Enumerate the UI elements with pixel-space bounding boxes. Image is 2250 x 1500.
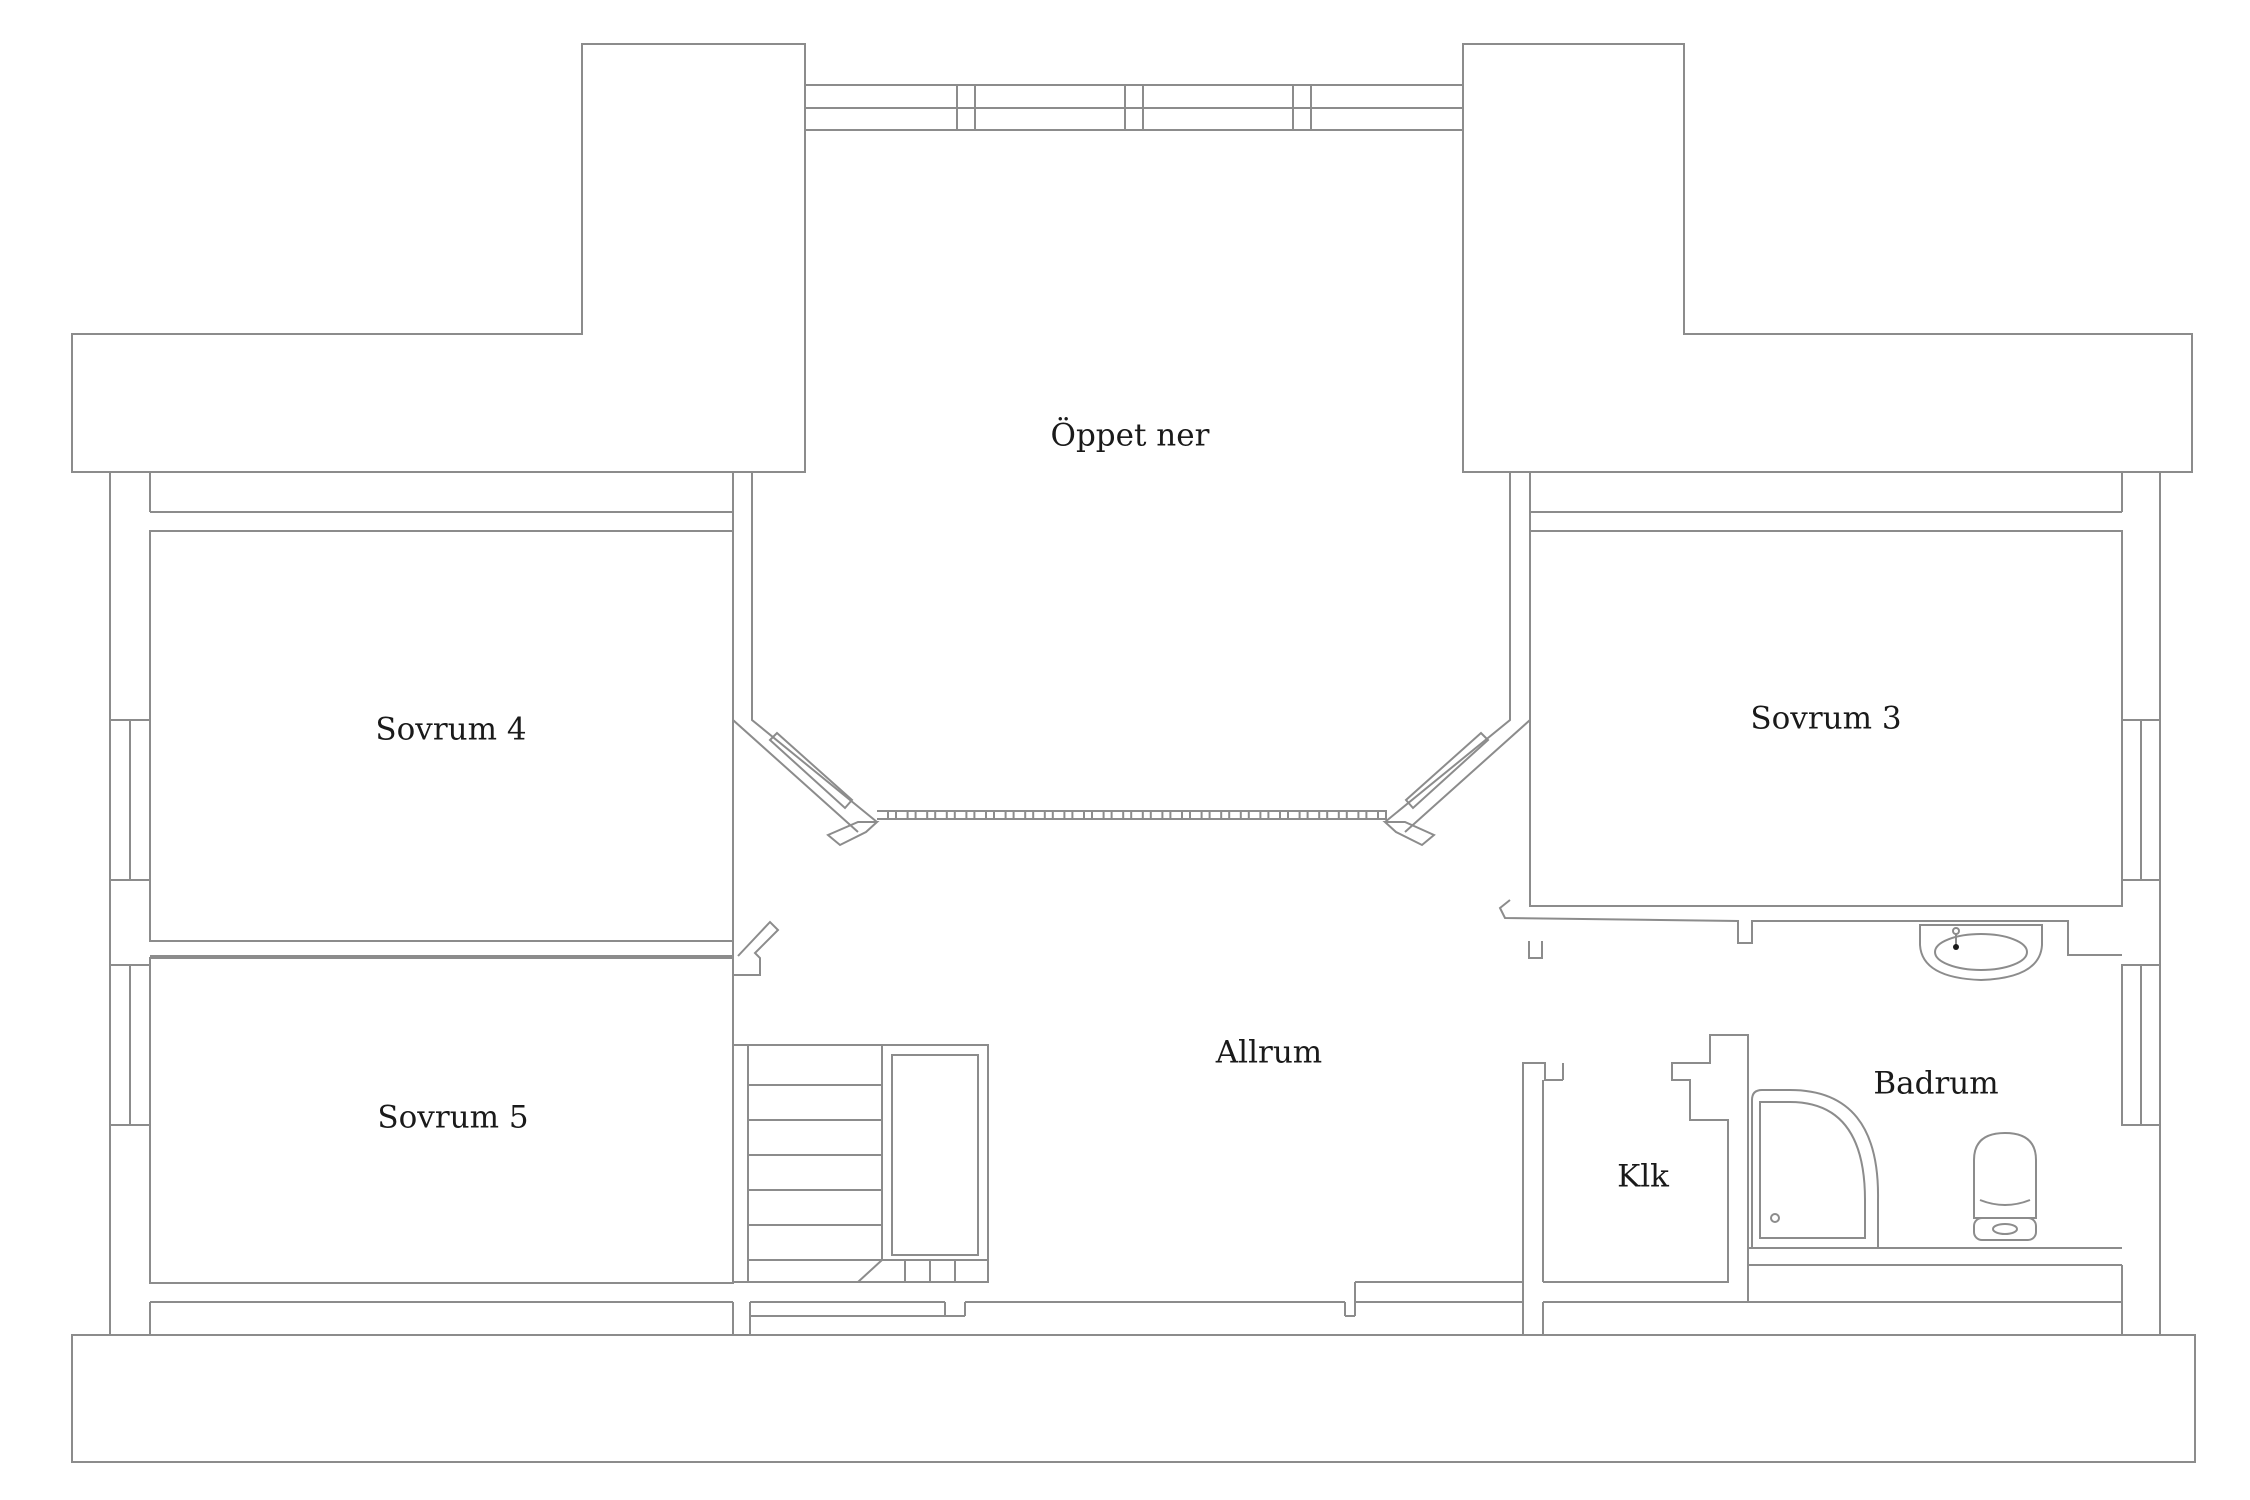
room-label-klk: Klk <box>1617 1159 1669 1195</box>
baluster-post <box>1239 810 1250 820</box>
baluster-post <box>1102 810 1113 820</box>
staircase <box>732 1044 989 1283</box>
sink-fixture <box>1919 924 2043 982</box>
room-label-oppet-ner: Öppet ner <box>1051 416 1210 454</box>
room-label-allrum: Allrum <box>1215 1035 1322 1071</box>
shower-fixture <box>1751 1089 1880 1249</box>
open-void-walls <box>732 472 1531 847</box>
room-label-sovrum-4: Sovrum 4 <box>375 712 526 748</box>
baluster-post <box>1063 810 1074 820</box>
allrum-walls <box>1528 941 1543 959</box>
baluster-post <box>1357 810 1368 820</box>
baluster-post <box>1083 810 1093 820</box>
baluster-post <box>1141 810 1152 820</box>
baluster-post <box>1161 810 1172 820</box>
baluster-post <box>1318 810 1329 820</box>
balustrade-posts <box>887 810 1387 820</box>
baluster-post <box>887 810 897 820</box>
baluster-post <box>945 810 956 820</box>
baluster-post <box>926 810 937 820</box>
baluster-post <box>1122 810 1133 820</box>
baluster-post <box>906 810 917 820</box>
baluster-post <box>985 810 995 820</box>
toilet-fixture <box>1973 1131 2037 1241</box>
roof-outline <box>71 43 2193 473</box>
baluster-post <box>1043 810 1054 820</box>
baluster-post <box>1004 810 1015 820</box>
baluster-post <box>1377 810 1387 820</box>
baluster-post <box>1220 810 1231 820</box>
baluster-post <box>1259 810 1270 820</box>
baluster-post <box>1200 810 1211 820</box>
room-label-sovrum-3: Sovrum 3 <box>1750 701 1901 737</box>
bottom-eave <box>71 1264 2196 1463</box>
baluster-post <box>1337 810 1348 820</box>
sovrum-3-walls <box>1498 530 2123 956</box>
baluster-post <box>965 810 976 820</box>
baluster-post <box>1181 810 1191 820</box>
room-label-sovrum-5: Sovrum 5 <box>377 1100 528 1136</box>
room-label-badrum: Badrum <box>1873 1066 1998 1102</box>
baluster-post <box>1279 810 1289 820</box>
baluster-post <box>1298 810 1309 820</box>
klk-walls <box>1522 1034 1749 1283</box>
baluster-post <box>1024 810 1035 820</box>
